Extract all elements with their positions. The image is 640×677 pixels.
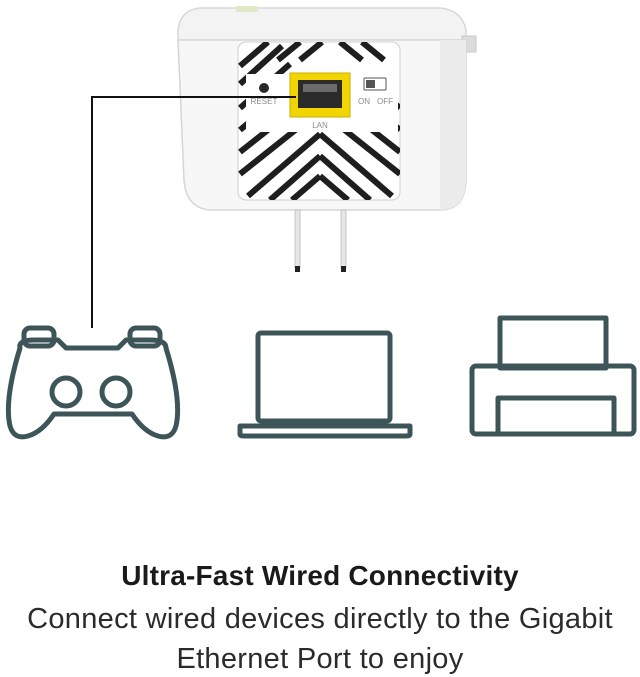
status-led-icon <box>236 6 258 12</box>
plug-prongs <box>294 209 347 272</box>
laptop-icon <box>237 330 413 439</box>
caption-line-1: Connect wired devices directly to the Gi… <box>27 603 613 635</box>
reset-label: RESET <box>251 97 278 106</box>
switch-off-label: OFF <box>377 97 393 106</box>
ethernet-cable <box>91 96 296 328</box>
headline: Ultra-Fast Wired Connectivity <box>121 560 519 591</box>
range-extender: RESET LAN ON OFF <box>177 6 477 272</box>
switch-on-label: ON <box>358 97 370 106</box>
game-controller-icon <box>5 325 181 440</box>
caption-line-2: Ethernet Port to enjoy <box>176 643 464 675</box>
printer-icon <box>469 315 637 437</box>
reset-pinhole-icon[interactable] <box>259 83 269 93</box>
lan-label: LAN <box>312 121 328 130</box>
